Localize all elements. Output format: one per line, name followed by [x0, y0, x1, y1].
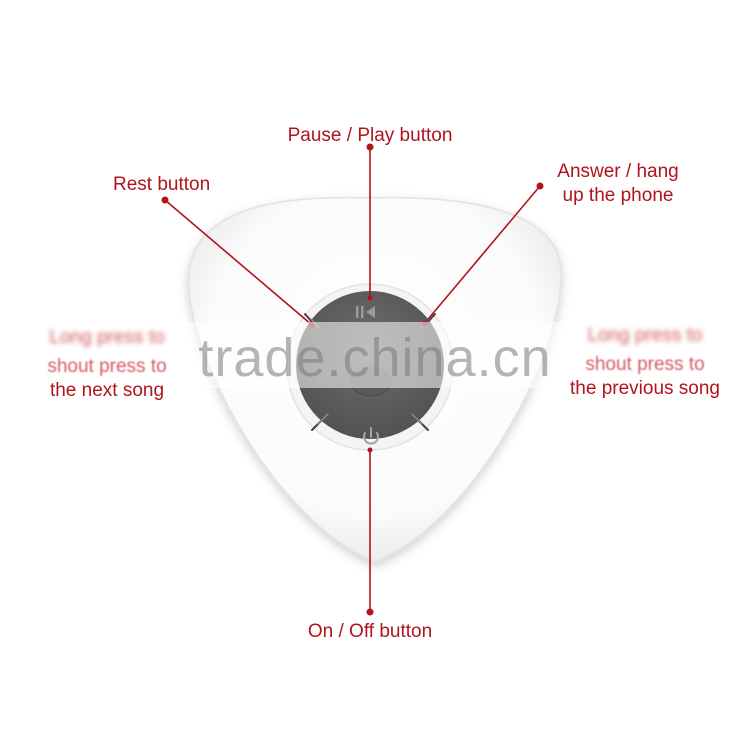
- callout-dots: [161, 143, 544, 616]
- label-next-song-line3: the next song: [49, 380, 165, 401]
- label-previous-song-line3: the previous song: [570, 378, 720, 399]
- watermark-band: [0, 322, 750, 388]
- label-rest: Rest button: [113, 174, 211, 195]
- label-previous-song: Long press to shout press to the previou…: [550, 324, 740, 401]
- label-pause-play: Pause / Play button: [287, 125, 453, 146]
- power-icon[interactable]: [363, 427, 379, 445]
- label-next-song-line1: Long press to: [49, 327, 165, 348]
- callout-lines: [164, 147, 541, 612]
- label-answer: Answer / hang up the phone: [538, 160, 698, 208]
- label-next-song-line2: shout press to: [47, 356, 167, 377]
- label-previous-song-line2: shout press to: [585, 354, 705, 375]
- label-on-off: On / Off button: [307, 621, 433, 642]
- label-previous-song-line1: Long press to: [587, 325, 703, 346]
- watermark-text: trade.china.cn: [198, 328, 552, 388]
- label-next-song: Long press to shout press to the next so…: [22, 326, 192, 403]
- label-answer-line1: Answer / hang: [557, 161, 679, 182]
- label-answer-line2: up the phone: [562, 185, 674, 206]
- skip-previous-icon[interactable]: [356, 306, 375, 318]
